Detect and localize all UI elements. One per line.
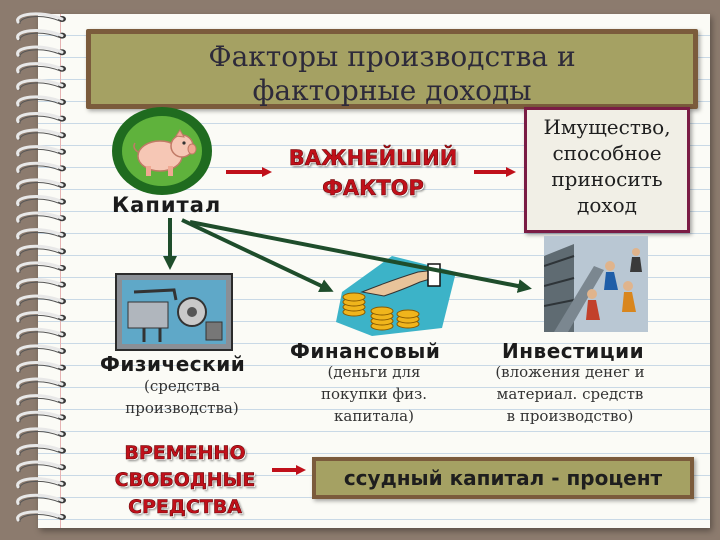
main-factor-line-2: ФАКТОР [322,176,424,201]
category-physical-desc-1: (средства [143,377,221,395]
temporary-funds-line-3: СРЕДСТВА [128,496,242,519]
money-coins-icon [336,256,456,336]
category-physical-desc-2: производства) [125,399,239,417]
temporary-funds-label: ВРЕМЕННО СВОБОДНЫЕ СРЕДСТВА [96,440,274,521]
temporary-funds-line-1: ВРЕМЕННО [124,442,246,465]
definition-line-4: доход [577,193,637,217]
definition-line-2: способное [552,141,662,165]
machinery-icon [115,273,233,351]
category-financial-desc-3: капитала) [334,407,414,425]
category-investment-description: (вложения денег и материал. средств в пр… [472,361,668,427]
pig-icon [112,107,212,195]
temporary-funds-line-2: СВОБОДНЫЕ [114,469,256,492]
category-investment-desc-2: материал. средств [496,385,644,403]
category-physical-title: Физический [100,352,246,376]
definition-box: Имущество, способное приносить доход [524,107,690,233]
category-financial-desc-2: покупки физ. [320,385,428,403]
definition-line-3: приносить [551,167,663,191]
investment-people-icon [544,236,648,332]
main-factor-line-1: ВАЖНЕЙШИЙ [288,146,458,171]
category-investment-desc-1: (вложения денег и [495,363,645,381]
margin-line [60,14,61,528]
main-factor-label: ВАЖНЕЙШИЙ ФАКТОР [280,143,466,203]
category-physical-description: (средства производства) [104,375,260,419]
category-investment-title: Инвестиции [502,339,645,363]
spiral-binding-icon [16,12,66,523]
loan-capital-box: ссудный капитал - процент [312,457,694,499]
definition-line-1: Имущество, [543,115,671,139]
title-banner: Факторы производства и факторные доходы [86,29,698,109]
capital-label: Капитал [112,193,222,217]
category-financial-desc-1: (деньги для [327,363,421,381]
category-investment-desc-3: в производство) [506,407,634,425]
category-financial-description: (деньги для покупки физ. капитала) [296,361,452,427]
title-line-2: факторные доходы [252,74,532,107]
category-financial-title: Финансовый [290,339,441,363]
title-line-1: Факторы производства и [208,40,576,73]
